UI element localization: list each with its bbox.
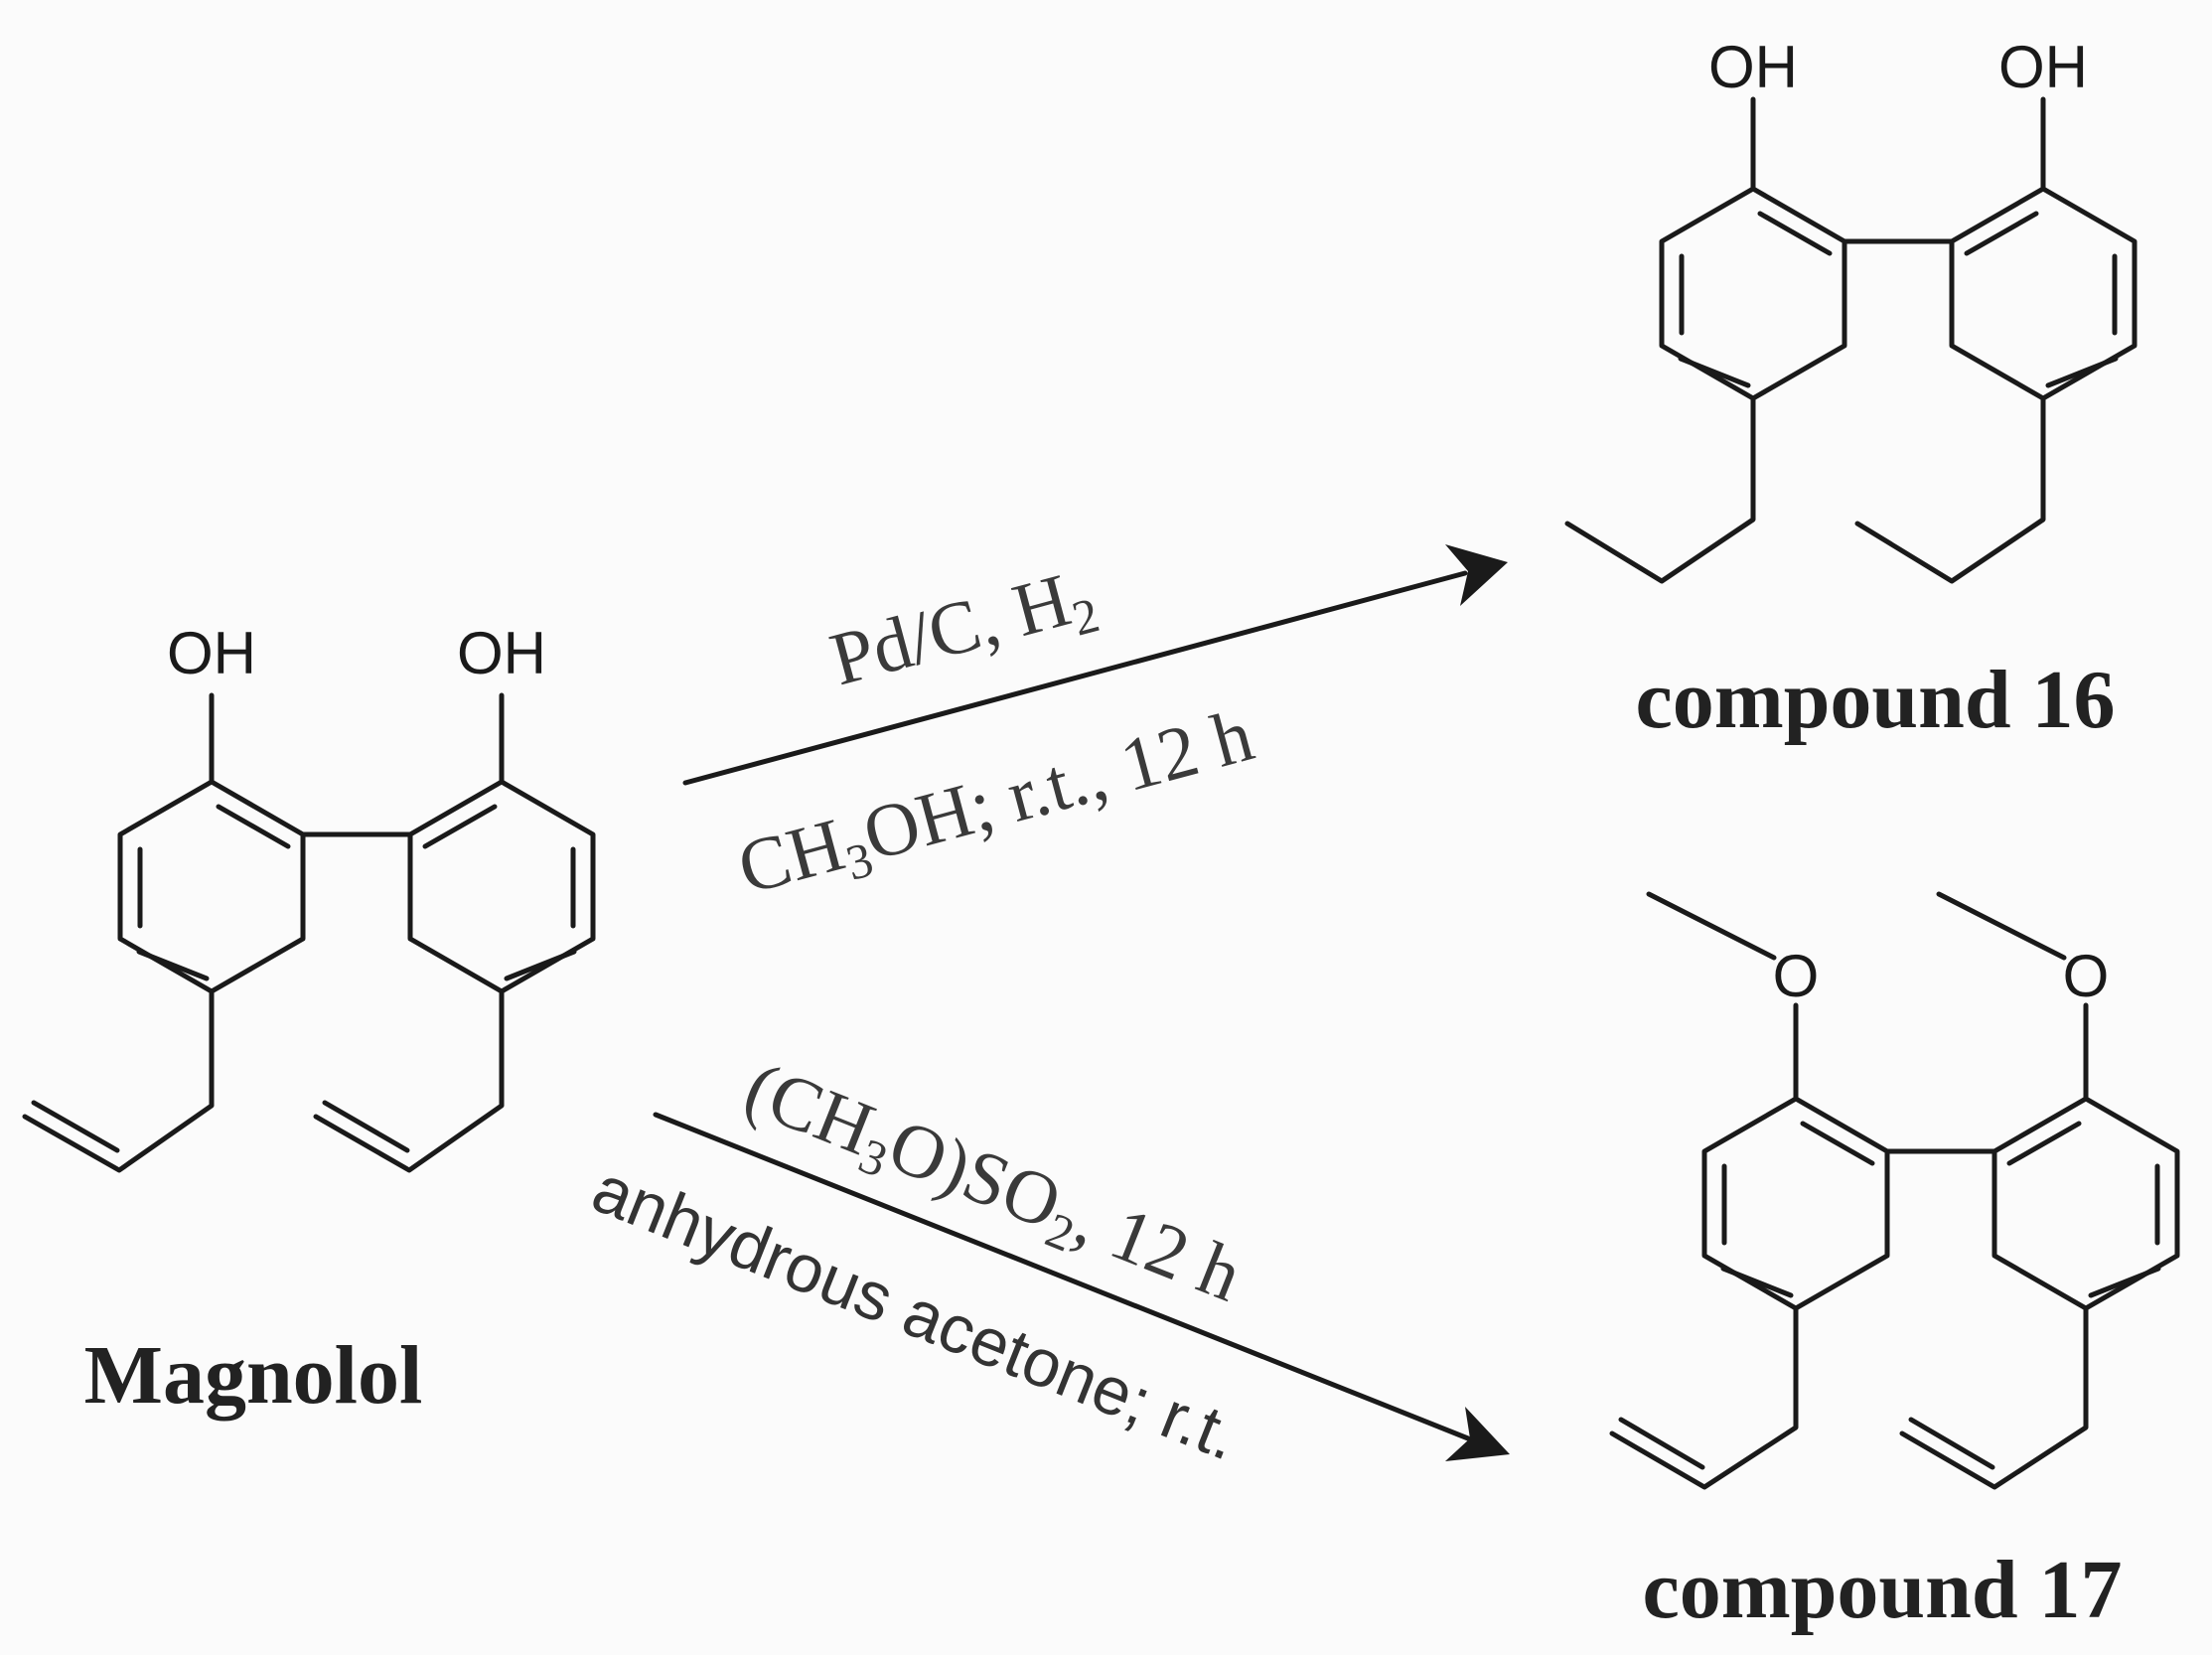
magnolol-label: Magnolol [84, 1329, 423, 1422]
top-reagent-below: CH3OH; r.t., 12 h [730, 693, 1263, 918]
compound-17-structure [1609, 891, 2180, 1490]
compound-16-oh-left: OH [1708, 34, 1798, 100]
reaction-arrow-bottom [653, 1112, 1510, 1461]
compound-17-label: compound 17 [1642, 1544, 2122, 1636]
compound-16-structure [1564, 96, 2138, 584]
compound-16-label: compound 16 [1635, 654, 2115, 746]
top-reagent-above: Pd/C, H2 [822, 551, 1106, 709]
magnolol-oh-left: OH [167, 620, 256, 686]
compound-17-o-left: O [1773, 943, 1820, 1009]
magnolol-oh-right: OH [457, 620, 546, 686]
top-reagent-above-group: Pd/C, H2 [822, 551, 1106, 709]
compound-16-oh-right: OH [1998, 34, 2088, 100]
reaction-arrow-top [682, 544, 1508, 786]
magnolol-structure [22, 692, 596, 1173]
top-reagent-below-group: CH3OH; r.t., 12 h [730, 693, 1263, 918]
compound-17-o-right: O [2063, 943, 2110, 1009]
